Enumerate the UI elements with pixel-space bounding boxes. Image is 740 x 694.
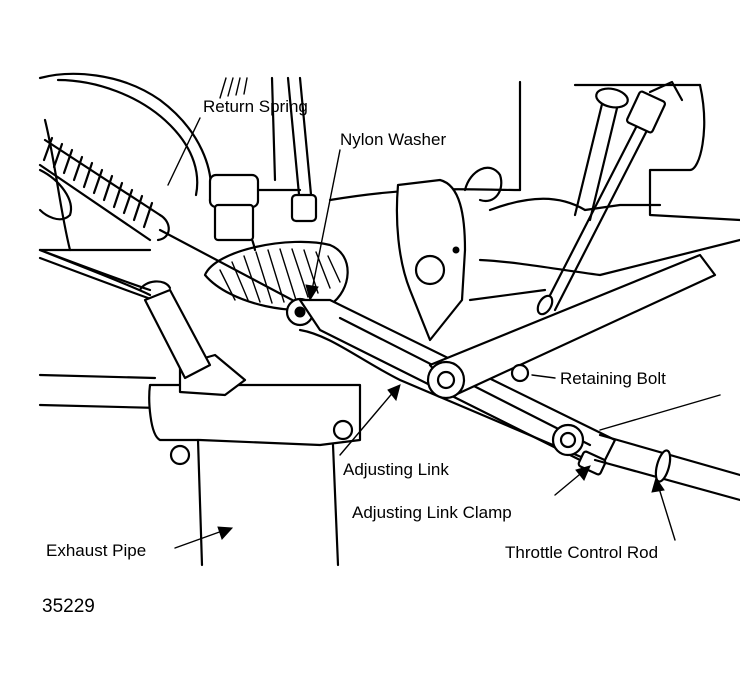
label-nylon-washer: Nylon Washer xyxy=(340,130,446,149)
throttle-lever-plate xyxy=(395,178,547,342)
throttle-body-pivot xyxy=(203,173,349,327)
label-adjusting-link: Adjusting Link xyxy=(343,460,449,479)
figure-number: 35229 xyxy=(42,596,95,617)
label-return-spring: Return Spring xyxy=(203,97,308,116)
label-adjusting-link-clamp: Adjusting Link Clamp xyxy=(352,503,512,522)
label-retaining-bolt: Retaining Bolt xyxy=(560,369,666,388)
callout-labels: Return Spring Nylon Washer Retaining Bol… xyxy=(42,97,666,617)
label-exhaust-pipe: Exhaust Pipe xyxy=(46,541,146,560)
label-throttle-control-rod: Throttle Control Rod xyxy=(505,543,658,562)
leader-lines xyxy=(167,117,721,549)
return-spring-coil xyxy=(38,136,332,322)
upper-bracket-illustration xyxy=(463,80,740,316)
exhaust-manifold xyxy=(38,248,362,567)
adjusting-link-rod xyxy=(38,248,740,502)
